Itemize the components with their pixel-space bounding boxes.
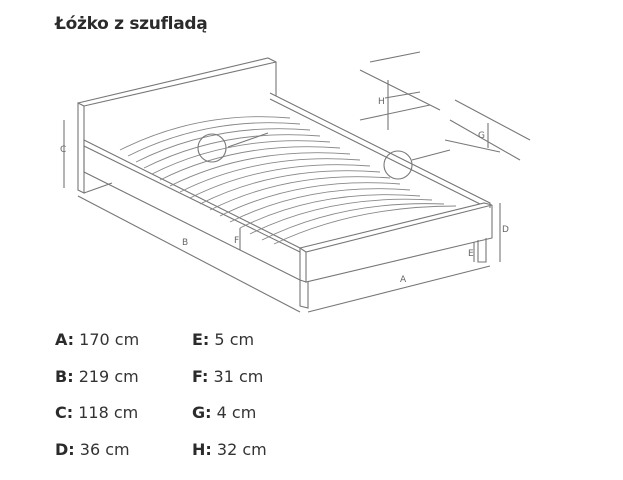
page-title: Łóżko z szufladą (55, 14, 208, 34)
label-b: B (182, 238, 188, 248)
label-c: C (60, 145, 66, 155)
dimension-h: H: 32 cm (192, 440, 267, 459)
label-g: G (478, 131, 485, 141)
dimension-f: F: 31 cm (192, 367, 264, 386)
dimension-c: C: 118 cm (55, 403, 139, 422)
dimension-e: E: 5 cm (192, 330, 255, 349)
dimension-g: G: 4 cm (192, 403, 257, 422)
dimension-d: D: 36 cm (55, 440, 130, 459)
dimension-b: B: 219 cm (55, 367, 139, 386)
label-f: F (234, 236, 239, 246)
label-a: A (400, 275, 407, 285)
label-h: H (378, 97, 385, 107)
dimension-a: A: 170 cm (55, 330, 140, 349)
label-e: E (468, 249, 474, 259)
bed-dimension-diagram: C B A F D E H G (60, 51, 531, 313)
label-d: D (502, 225, 509, 235)
